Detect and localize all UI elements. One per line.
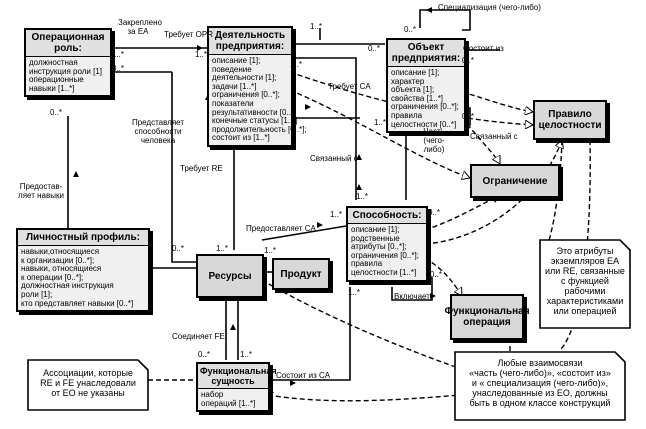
class-attributes: навыки,относящиеся к организации [0..*];… [18,246,148,311]
mult-fe-1n-top: 1..* [240,350,253,359]
mult-resources-0n-left: 0..* [172,244,185,253]
assoc-note-shape [27,359,149,411]
class-attributes: описание [1]; поведение деятельности [1]… [209,55,307,145]
dep-activity-constraint [289,89,470,178]
box-constraint[interactable]: Ограничение [470,164,560,198]
mult-resources-1n-top: 1..* [216,244,229,253]
class-title: Способность: [348,208,426,224]
label-provides-skills: Предостав- ляет навыки [18,182,64,200]
dep-capability-funcop [424,257,463,296]
mult-object-0n-right: 0..* [462,56,475,65]
mult-capability-0n-right: 0..* [428,208,441,217]
class-attributes: описание [1]; характер объекта [1]; свой… [388,67,464,132]
mult-object-1n-mid: 1..* [374,118,387,127]
box-functional-operation[interactable]: Функциональная операция [444,294,530,340]
mult-activity-1n-left: 1..* [195,50,208,59]
class-title: Функциональная сущность [198,364,277,389]
class-title: Личностный профиль: [18,230,148,246]
mult-fe-0n-left: 0..* [198,350,211,359]
class-functional-entity[interactable]: Функциональная сущность набор операций [… [196,362,277,413]
dep-capability-constraint [424,195,500,231]
class-enterprise-activity[interactable]: Деятельность предприятия: описание [1]; … [207,26,307,147]
label-represents-ability: Представляет способности человека [131,118,185,145]
mult-object-0n-top: 0..* [404,25,417,34]
dep-object-rule [461,91,533,112]
dep-fe-note [267,394,461,402]
class-attributes: набор операций [1..*] [198,389,268,411]
note-attributes: Это атрибуты экземпляров EA или RE, связ… [545,246,625,316]
box-integrity-rule[interactable]: Правило целостности [533,100,607,140]
class-enterprise-object[interactable]: Объект предприятия: описание [1]; характ… [386,38,466,134]
box-resources[interactable]: Ресурсы [196,254,264,298]
mult-object-0n-left: 0..* [368,44,381,53]
label-consists-of: Состоит из [463,44,504,53]
assoc-resources-capability [261,225,347,241]
dep-resources-note [261,279,471,373]
assoc-fe-capability [268,287,351,381]
class-attributes: должностная инструкция роли [1] операцио… [26,57,110,96]
mult-oprole-1n: 1..* [112,50,125,59]
label-connects-fe: Соединяет FE [172,332,225,341]
box-product[interactable]: Продукт [272,258,330,290]
dep-activity-rule [289,71,533,125]
mult-object-0n-bottom: 0..* [462,112,475,121]
label-related-to-1: Связанный с [310,154,358,163]
label-includes: Включает [394,292,430,301]
label-related-to-2: Связанный с [470,132,518,141]
class-title: Деятельность предприятия: [209,28,291,55]
mult-activity-1n-mid: 1..* [290,60,303,69]
label-part-of: Часть (чего-либо) [423,127,445,154]
class-personal-profile[interactable]: Личностный профиль: навыки,относящиеся к… [16,228,150,313]
assoc-activity-capability [290,57,357,200]
mult-fe-1: 1 [270,386,275,395]
assoc-capability-self [391,277,433,301]
class-title: Объект предприятия: [388,40,464,67]
mult-capability-0n-bottom: 0..* [430,270,443,279]
label-provides-ca: Предоставляет CA [246,224,316,233]
assoc-specialization [419,9,471,31]
mult-activity-1n-top: 1..* [310,22,323,31]
mult-oprole-0n-bottom: 0..* [50,108,63,117]
dep-object-constraint [461,117,501,164]
class-attributes: описание [1]; родственные атрибуты [0..*… [348,224,426,280]
label-assigned-ea: Закреплено за EA [118,18,162,36]
label-specialization: Специализация (чего-либо) [438,3,541,12]
mult-resources-1n-right: 1..* [264,246,277,255]
dep-capability-rule [424,140,562,245]
note-relationships: Любые взаимосвязи «часть (чего-либо)», «… [469,358,611,408]
assoc-oprole-resources-2 [171,72,200,263]
class-title: Операционная роль: [26,30,110,57]
label-requires-re: Требует RE [180,164,223,173]
note-associations: Ассоциации, которые RE и FE унаследовали… [40,368,136,398]
mult-capability-1n-top: 1..* [356,192,369,201]
label-requires-ca: Требует CA [328,82,371,91]
label-requires-opr: Требует OPR [164,30,213,39]
mult-oprole-0n: 0..* [112,64,125,73]
label-consists-of-ca: Состоит из CA [276,371,331,380]
mult-capability-1n-bottom: 1..* [348,288,361,297]
class-operational-role[interactable]: Операционная роль: должностная инструкци… [24,28,112,98]
dep-funcop-note [539,139,563,261]
attrs-note-shape [539,239,631,329]
class-capability[interactable]: Способность: описание [1]; родственные а… [346,206,428,282]
mult-oprole-1: 1 [110,36,115,45]
mult-capability-1n-left: 1..* [330,210,343,219]
rel-note-shape [454,351,626,421]
